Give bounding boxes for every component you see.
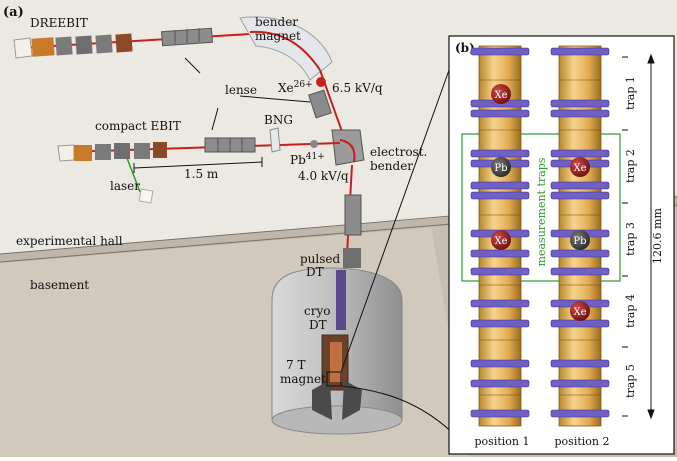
xe-ion-label: Xe26+ <box>278 80 313 95</box>
svg-text:Xe: Xe <box>573 307 586 318</box>
length-arrow <box>647 53 655 420</box>
magnet-7t-label: magnet <box>280 372 326 386</box>
xe-voltage-label: 6.5 kV/q <box>332 81 383 95</box>
panel-a-label: (a) <box>3 5 24 20</box>
ion-pb-pos2-trap3: Pb <box>570 230 590 250</box>
dreebit-beamline <box>13 27 251 59</box>
bender-label: bender <box>255 15 298 29</box>
electrode-column-2 <box>550 45 610 427</box>
cryo-label: cryo <box>304 304 330 318</box>
electrost-bender-label: bender <box>370 159 413 173</box>
measurement-traps-label: measurement traps <box>535 157 548 266</box>
measurement-traps-box <box>461 133 621 282</box>
svg-text:Pb: Pb <box>573 236 586 247</box>
lense-arrows <box>184 57 311 131</box>
svg-text:Xe: Xe <box>494 236 507 247</box>
trap-4-label: trap 4 <box>624 294 637 328</box>
cryo-tank <box>271 267 403 435</box>
compact-ebit-label: compact EBIT <box>95 119 181 133</box>
dreebit-label: DREEBIT <box>30 16 88 30</box>
lense-label: lense <box>225 83 257 97</box>
ion-xe-pos2-trap2: Xe <box>570 157 590 177</box>
pulsed-label: pulsed <box>300 252 341 266</box>
electrode-column-1 <box>470 45 530 427</box>
svg-text:Pb: Pb <box>494 163 507 174</box>
ion-pb-pos1-trap2: Pb <box>491 157 511 177</box>
svg-text:Xe: Xe <box>573 163 586 174</box>
basement-label: basement <box>30 278 89 292</box>
compact-ebit-beamline <box>57 127 341 204</box>
electrost-label: electrost. <box>370 145 427 159</box>
zoom-lines <box>340 44 459 439</box>
vertical-beamline <box>308 69 346 141</box>
distance-label: 1.5 m <box>184 167 219 181</box>
pulsed-dt-label: DT <box>306 265 324 279</box>
length-label: 120.6 mm <box>651 208 664 264</box>
pb-voltage-label: 4.0 kV/q <box>298 169 349 183</box>
trap-3-label: trap 3 <box>624 222 637 256</box>
svg-text:Xe: Xe <box>494 90 507 101</box>
experimental-hall-label: experimental hall <box>16 234 123 248</box>
panel-b-label: (b) <box>455 41 475 55</box>
cryo-dt-label: DT <box>309 318 327 332</box>
magnet-strength-label: 7 T <box>286 358 305 372</box>
position-1-label: position 1 <box>475 435 530 448</box>
bender-beam <box>249 30 321 71</box>
distance-arrow <box>133 157 263 173</box>
trap-5-label: trap 5 <box>624 364 637 398</box>
ion-xe-pos1-trap1: Xe <box>491 84 511 104</box>
pb-ion-label: Pb41+ <box>290 152 325 167</box>
laser-label: laser <box>110 179 140 193</box>
trap-boundaries <box>622 56 628 417</box>
position-2-label: position 2 <box>555 435 610 448</box>
trap-1-label: trap 1 <box>624 76 637 110</box>
bng-label: BNG <box>264 113 293 127</box>
electrostatic-bender <box>331 129 365 166</box>
ion-xe-pos2-trap4: Xe <box>570 301 590 321</box>
drift-column <box>343 164 362 291</box>
trap-2-label: trap 2 <box>624 149 637 183</box>
ion-xe-pos1-trap3: Xe <box>491 230 511 250</box>
magnet-label: magnet <box>255 29 301 43</box>
